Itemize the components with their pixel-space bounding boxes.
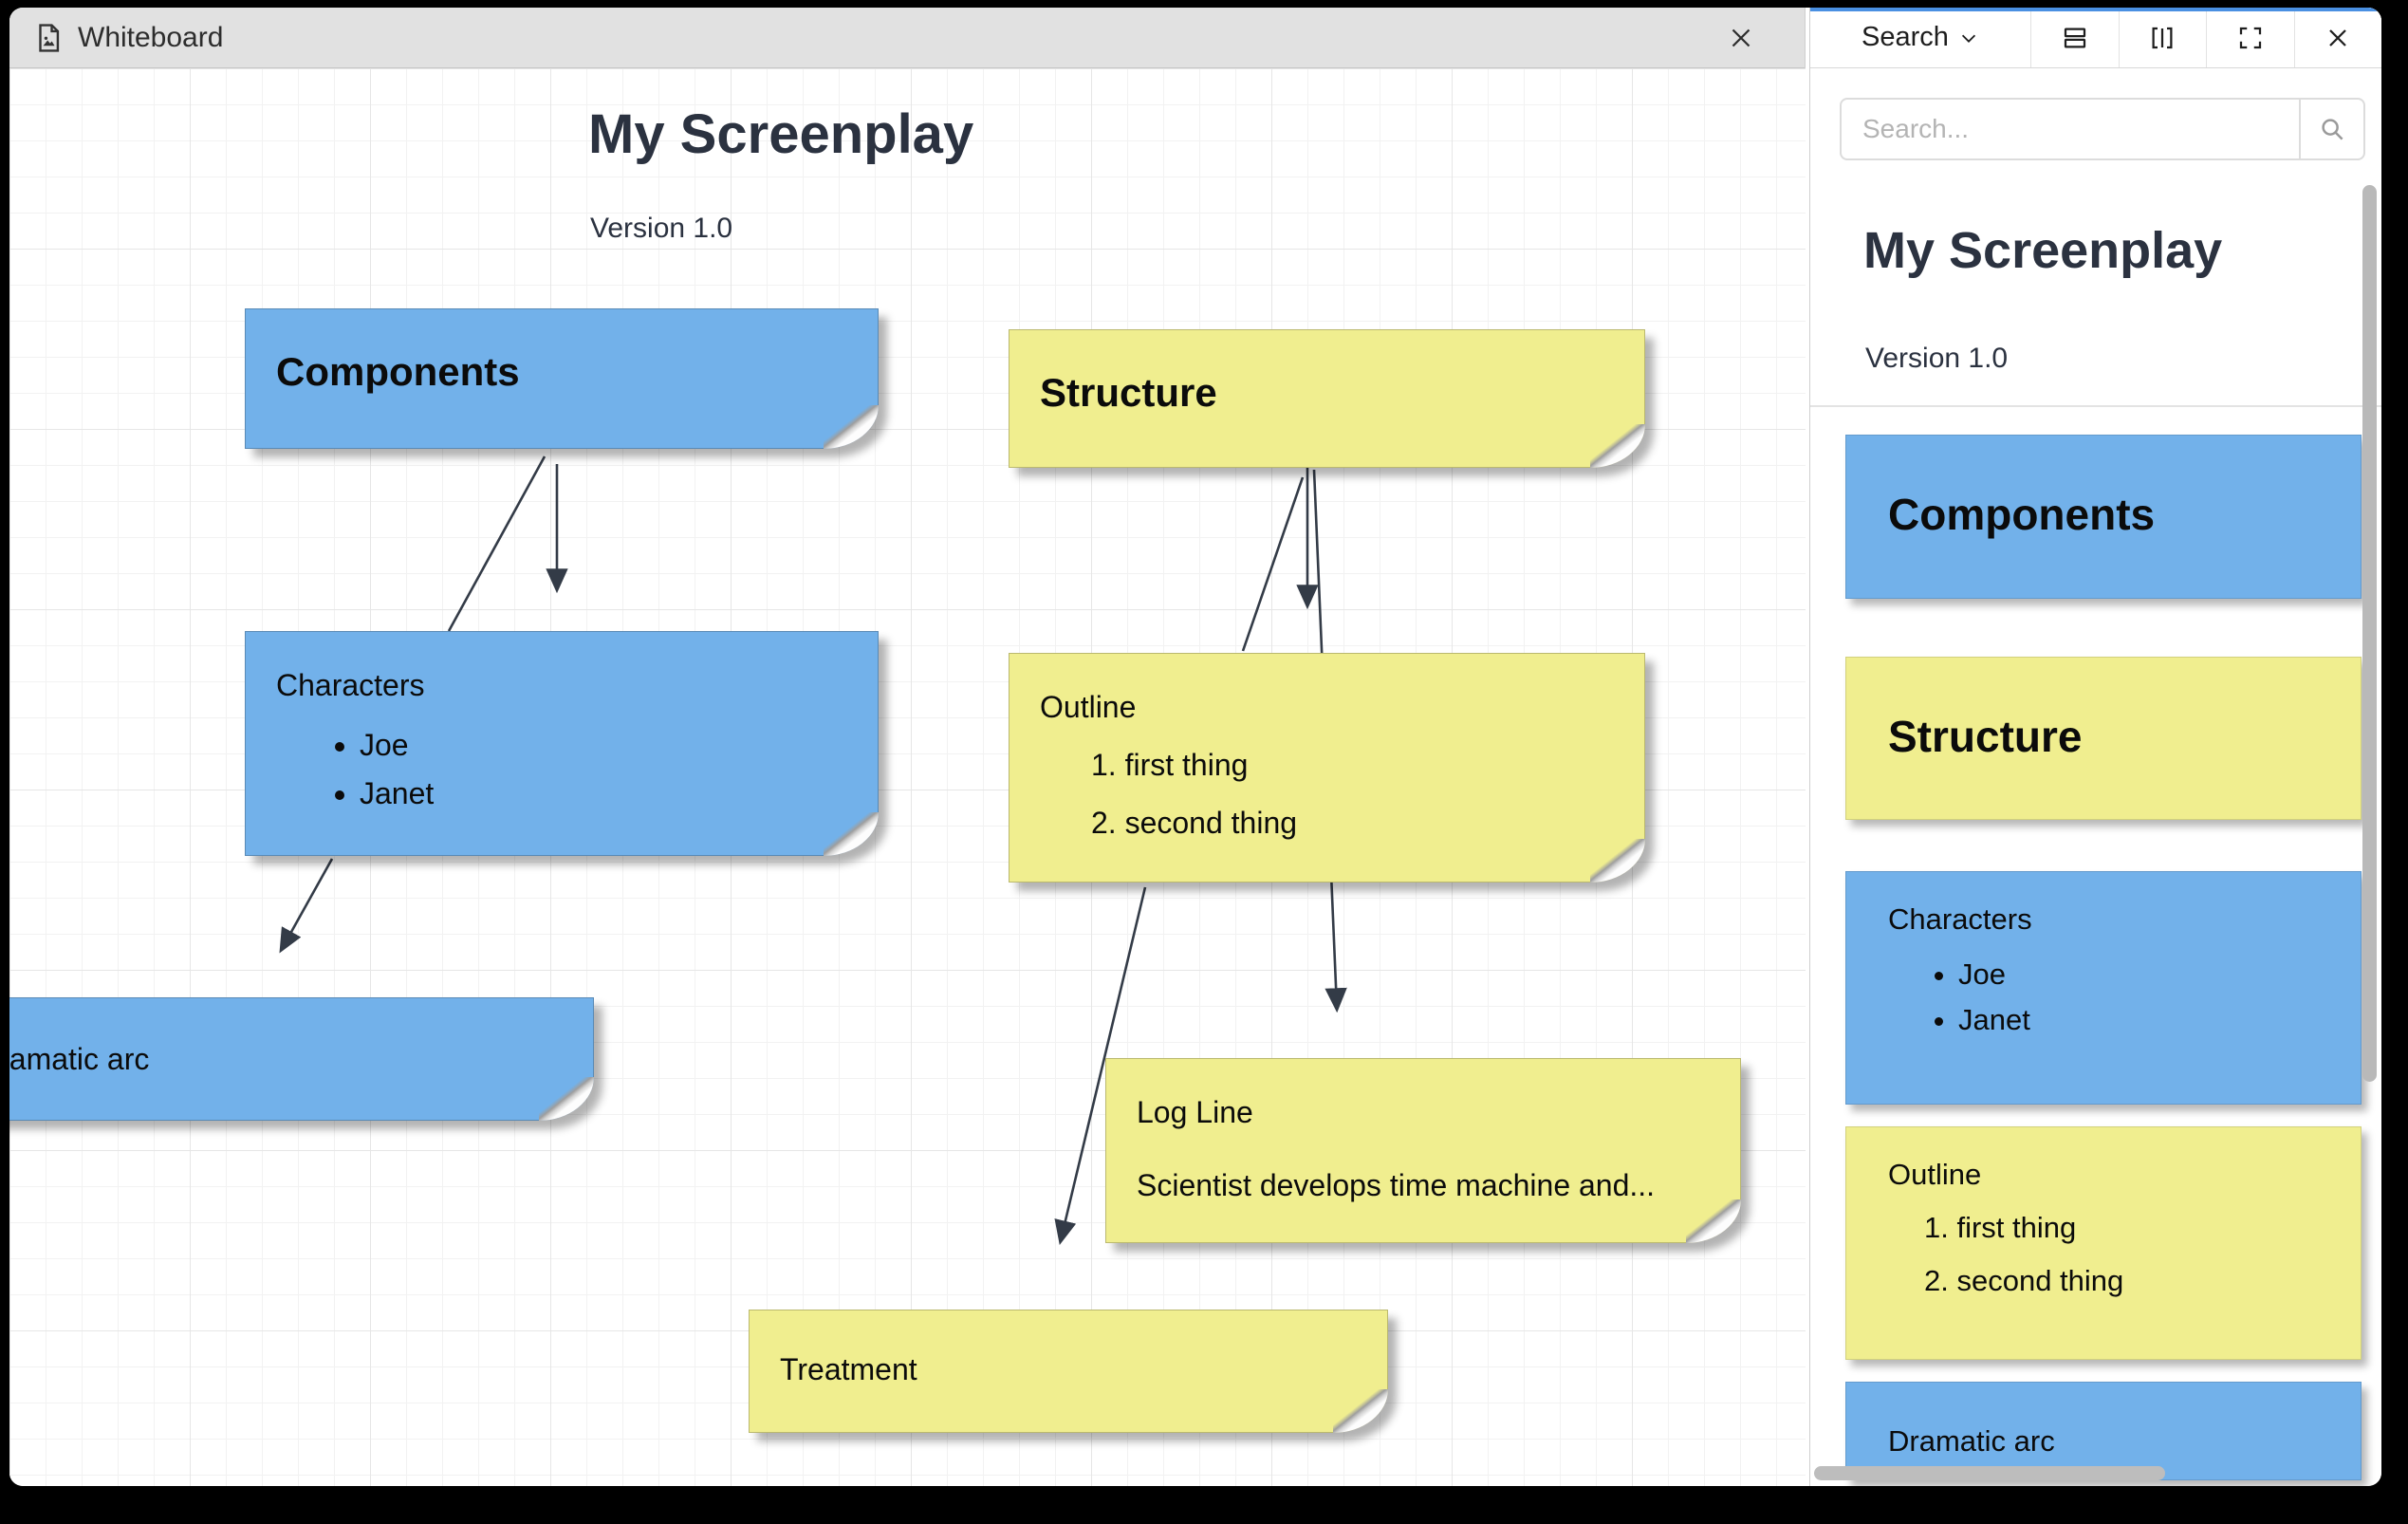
numbered-item: 2. second thing [1091,806,1298,840]
divider [1810,405,2381,407]
whiteboard-canvas[interactable]: My Screenplay Version 1.0 Components Str… [9,68,1806,1486]
document-image-icon [32,22,65,54]
titlebar: Whiteboard [9,8,1805,68]
numbered-item: 1. first thing [1924,1211,2077,1244]
note-outline[interactable]: Outline 1. first thing 2. second thing [1009,653,1645,883]
search-mode-label: Search [1862,22,1949,52]
result-doc-title: My Screenplay [1863,222,2223,279]
connector-characters-dramatic-arc-arrow[interactable] [279,858,334,954]
search-submit-button[interactable] [2299,100,2363,158]
search-panel: Search [1809,8,2381,1486]
note-dramatic-arc[interactable]: Dramatic arc [9,997,594,1121]
card-dramatic-arc[interactable]: Dramatic arc [1845,1382,2362,1480]
search-mode-dropdown[interactable]: Search [1810,8,2031,67]
split-horizontal-icon [2064,28,2085,47]
split-vertical-icon [2152,27,2173,48]
card-outline[interactable]: Outline 1. first thing 2. second thing [1845,1126,2362,1360]
numbered-item: 1. first thing [1091,748,1249,782]
split-horizontal-button[interactable] [2031,8,2120,67]
search-icon [2322,119,2343,140]
fullscreen-icon [2239,27,2261,48]
chevron-down-icon [1961,34,1976,43]
list-item: Janet [360,776,878,811]
panel-focus-accent [1810,8,2381,11]
whiteboard-pane: Whiteboard [9,8,1806,1486]
close-whiteboard-icon[interactable] [1725,8,1757,68]
note-log-line[interactable]: Log Line Scientist develops time machine… [1105,1058,1741,1243]
note-structure[interactable]: Structure [1009,329,1645,468]
card-structure[interactable]: Structure [1845,657,2362,820]
canvas-doc-version: Version 1.0 [590,213,733,244]
vertical-scrollbar[interactable] [2362,185,2377,1082]
connector-components-characters-line[interactable] [447,455,546,632]
card-title: Characters [1888,902,2032,936]
note-characters[interactable]: Characters Joe Janet [245,631,879,856]
note-treatment[interactable]: Treatment [749,1310,1388,1433]
search-box [1840,98,2365,160]
card-components[interactable]: Components [1845,435,2362,599]
card-title: Structure [1888,712,2083,761]
note-components[interactable]: Components [245,308,879,449]
card-title: Outline [1888,1158,1982,1191]
note-title: Treatment [780,1352,917,1386]
note-title: Components [276,349,520,394]
fullscreen-button[interactable] [2207,8,2295,67]
close-icon [2329,28,2347,46]
note-title: Log Line [1137,1095,1253,1129]
canvas-doc-title: My Screenplay [588,103,974,165]
note-title: Dramatic arc [9,1042,150,1076]
note-title: Outline [1040,690,1137,724]
horizontal-scrollbar[interactable] [1814,1466,2165,1480]
search-input[interactable] [1842,113,2299,145]
window-title: Whiteboard [78,21,224,53]
split-vertical-button[interactable] [2120,8,2207,67]
panel-results: My Screenplay Version 1.0 Components Str… [1810,164,2381,1486]
card-title: Dramatic arc [1888,1424,2055,1458]
list-item: Joe [360,728,878,763]
card-characters[interactable]: Characters Joe Janet [1845,871,2362,1105]
note-title: Characters [276,668,425,702]
bullet-list: Joe Janet [1846,957,2361,1037]
result-doc-version: Version 1.0 [1865,343,2009,374]
close-panel-button[interactable] [2295,8,2382,67]
list-item: Joe [1958,957,2361,992]
panel-toolbar: Search [1810,8,2381,68]
bullet-list: Joe Janet [246,728,878,811]
card-title: Components [1888,490,2156,539]
connector-structure-outline-line[interactable] [1241,476,1305,652]
note-title: Structure [1040,370,1217,415]
numbered-item: 2. second thing [1924,1264,2124,1297]
note-body: Scientist develops time machine and... [1137,1168,1656,1202]
app-window: Whiteboard [9,8,2381,1486]
connector-outline-treatment-arrow[interactable] [1054,886,1147,1246]
list-item: Janet [1958,1003,2361,1037]
